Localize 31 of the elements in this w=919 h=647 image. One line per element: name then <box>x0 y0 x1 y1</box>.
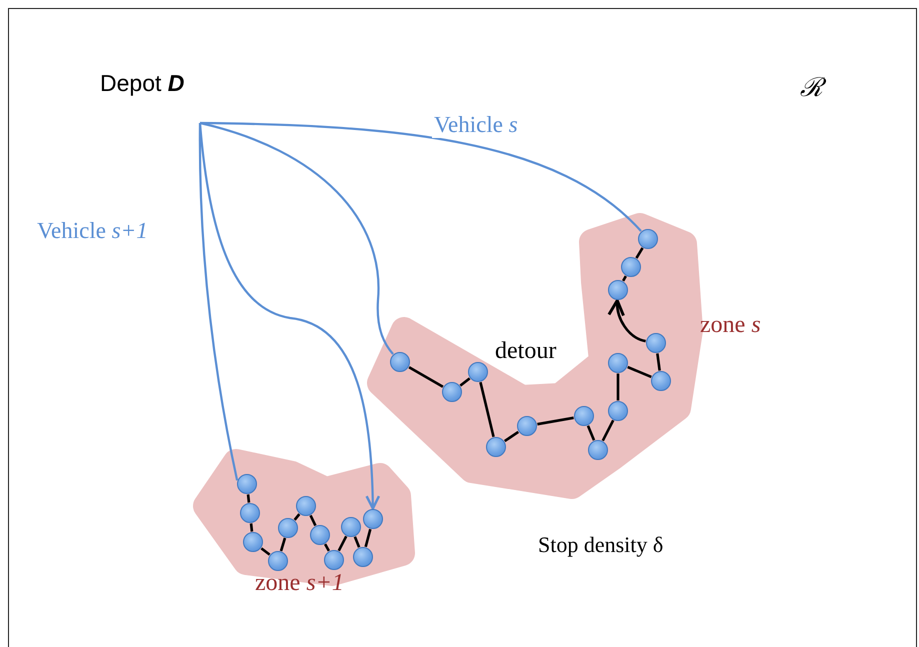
arrow <box>198 122 380 510</box>
route-line <box>586 425 596 441</box>
route-line <box>309 514 317 526</box>
route-line <box>408 366 444 388</box>
route-line <box>460 377 470 387</box>
route-line <box>200 122 642 232</box>
route-line <box>364 528 372 548</box>
route-line <box>324 544 330 552</box>
route-line <box>622 276 627 282</box>
arrow <box>608 299 646 342</box>
route-line <box>294 513 300 521</box>
route-line <box>504 430 520 442</box>
route-line <box>537 416 574 426</box>
route-line <box>280 538 286 552</box>
text-label: Stop density δ <box>538 532 664 558</box>
zone-label: zone s+1 <box>255 570 344 597</box>
route-line <box>354 536 360 548</box>
route-line <box>656 353 661 371</box>
route-line <box>479 382 495 438</box>
route-line <box>246 494 250 503</box>
route-line <box>338 536 348 552</box>
route-line <box>602 420 614 442</box>
route-line <box>635 247 644 259</box>
zone-label: zone s <box>700 312 761 339</box>
route-line <box>250 523 254 532</box>
text-label: detour <box>495 338 556 365</box>
route-line <box>627 366 652 378</box>
route-line <box>260 547 270 556</box>
route-line <box>616 374 620 400</box>
depot-label: Depot D <box>100 70 184 97</box>
route-line <box>200 122 394 355</box>
